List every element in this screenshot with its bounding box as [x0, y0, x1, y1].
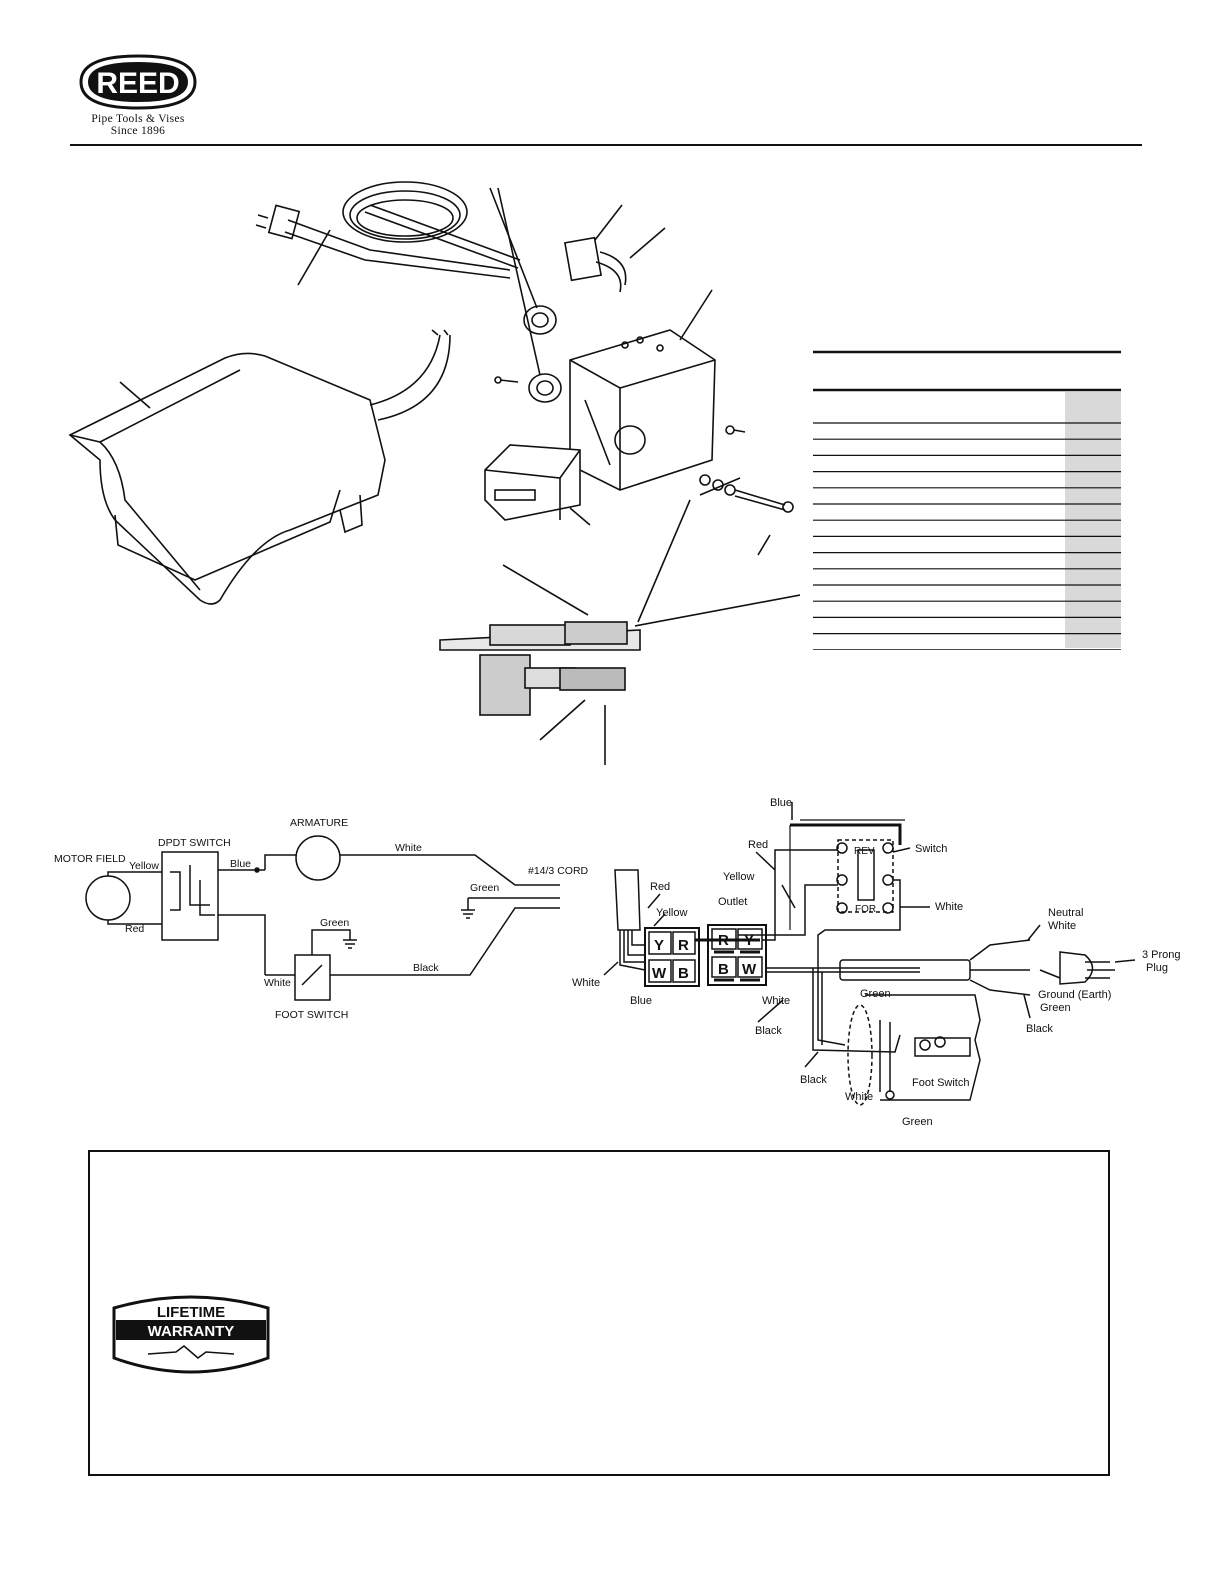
- wire-label-green-mid: Green: [860, 988, 891, 1000]
- wire-label-green: Green: [470, 882, 499, 894]
- outlet-y: Y: [744, 932, 754, 949]
- terminal-w: W: [652, 965, 667, 982]
- wire-label-yellow-top: Yellow: [723, 871, 754, 883]
- warranty-line1: LIFETIME: [157, 1304, 225, 1321]
- motor-field-symbol: [85, 875, 131, 921]
- foot-switch-label: FOOT SWITCH: [275, 1009, 348, 1021]
- wire-label-white: White: [395, 842, 422, 854]
- tagline-line2: Since 1896: [110, 125, 166, 137]
- detail-inset-illustration: [439, 564, 800, 765]
- wire-label-white-left: White: [572, 977, 600, 989]
- wiring-schematic: MOTOR FIELD DPDT SWITCH ARMATURE #14/3 C…: [54, 817, 589, 1021]
- handshake-icon: [147, 1345, 235, 1359]
- dpdt-switch-symbol: [161, 851, 219, 941]
- switch-label: Switch: [915, 843, 947, 855]
- foot-switch-symbol: [294, 954, 331, 1001]
- wire-label-green-foot: Green: [320, 917, 349, 929]
- foot-pedal-illustration: [68, 329, 451, 605]
- header-rule: [70, 144, 1142, 146]
- neutral-white-label: White: [1048, 920, 1076, 932]
- wire-label-yellow-cord: Yellow: [656, 907, 687, 919]
- terminal-r: R: [678, 937, 689, 954]
- cord-label: #14/3 CORD: [528, 865, 589, 877]
- lifetime-warranty-badge: LIFETIME WARRANTY: [112, 1295, 270, 1374]
- ground-label: Ground (Earth): [1038, 989, 1111, 1001]
- wire-label-black-mid: Black: [755, 1025, 782, 1037]
- terminal-block-illustration: [484, 444, 591, 526]
- outlet-label: Outlet: [718, 896, 747, 908]
- motor-field-label: MOTOR FIELD: [54, 853, 126, 865]
- reed-logo: REED: [79, 54, 197, 110]
- tagline-line1: Pipe Tools & Vises: [91, 113, 185, 125]
- warranty-line2: WARRANTY: [148, 1323, 235, 1340]
- wire-label-blue: Blue: [230, 858, 251, 870]
- wire-label-black: Black: [413, 962, 439, 974]
- wire-label-green-low: Green: [902, 1116, 933, 1128]
- logo-text: REED: [96, 67, 179, 100]
- parts-table: [813, 350, 1121, 650]
- wiring-pictorial: Blue Red Yellow Switch REV FOR White Out…: [572, 797, 1181, 1128]
- wire-label-white-switch: White: [935, 901, 963, 913]
- wire-label-red: Red: [125, 923, 144, 935]
- power-cord-illustration: [255, 181, 521, 286]
- neutral-label: Neutral: [1048, 907, 1083, 919]
- terminal-y: Y: [654, 937, 664, 954]
- outlet-w: W: [742, 961, 757, 978]
- strain-relief-illustration: [489, 187, 562, 403]
- parts-table-rows: [813, 422, 1121, 650]
- plug-label: Plug: [1146, 962, 1168, 974]
- wire-label-white-foot: White: [264, 977, 291, 989]
- switch-rev-label: REV: [854, 846, 875, 857]
- dpdt-switch-label: DPDT SWITCH: [158, 837, 231, 849]
- wire-label-white-mid: White: [762, 995, 790, 1007]
- terminal-b: B: [678, 965, 689, 982]
- wire-label-red-top: Red: [748, 839, 768, 851]
- wire-label-red-cord: Red: [650, 881, 670, 893]
- wire-label-black-right: Black: [1026, 1023, 1053, 1035]
- outlet-b: B: [718, 961, 729, 978]
- armature-label: ARMATURE: [290, 817, 348, 829]
- outlet-r: R: [718, 932, 729, 949]
- switch-for-label: FOR: [855, 904, 876, 915]
- foot-switch-wiring-label: Foot Switch: [912, 1077, 969, 1089]
- wire-label-blue-left: Blue: [630, 995, 652, 1007]
- plug-3prong-label: 3 Prong: [1142, 949, 1181, 961]
- switch-housing-illustration: [569, 289, 746, 491]
- wire-label-blue-top: Blue: [770, 797, 792, 809]
- armature-symbol: [295, 835, 341, 881]
- hardware-illustration: [637, 474, 794, 623]
- warranty-box: [88, 1150, 1110, 1476]
- wire-label-yellow: Yellow: [129, 860, 159, 872]
- wire-label-black-low: Black: [800, 1074, 827, 1086]
- wire-label-white-low: White: [845, 1091, 873, 1103]
- rocker-switch-illustration: [564, 204, 666, 293]
- exploded-parts-illustration: [68, 181, 800, 765]
- ground-green-label: Green: [1040, 1002, 1071, 1014]
